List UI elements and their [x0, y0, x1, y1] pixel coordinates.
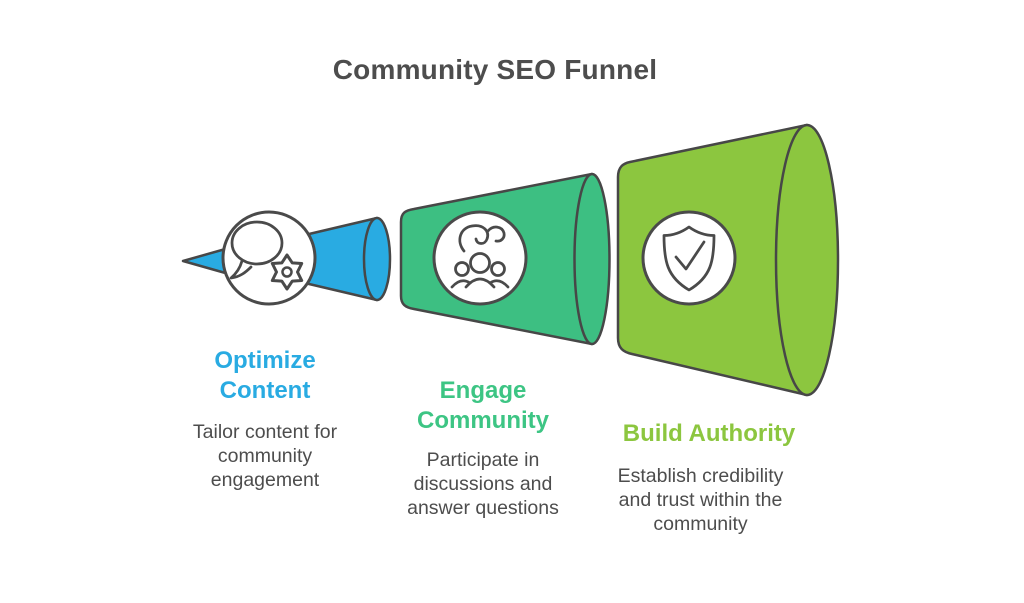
speech-bubble-tail	[229, 259, 253, 280]
checkmark	[674, 240, 706, 271]
stage-cone-optimize-content	[181, 216, 392, 302]
gear-hole	[281, 266, 293, 278]
heading-line: Build Authority	[622, 420, 796, 447]
scribble-2	[486, 225, 506, 243]
person-shoulders-left	[450, 279, 472, 289]
person-head-left	[454, 261, 470, 277]
page-title: Community SEO Funnel	[332, 54, 658, 85]
stage-heading-engage-community: Engage Community	[378, 376, 588, 436]
person-shoulders-right	[488, 279, 510, 289]
stage-heading-optimize-content: Optimize Content	[160, 346, 370, 406]
stage-heading-build-authority: Build Authority	[599, 419, 819, 449]
heading-line: Content	[219, 377, 311, 404]
community-people-icon	[432, 210, 528, 306]
person-head-right	[490, 261, 506, 277]
person-shoulders-center	[464, 277, 496, 289]
person-head-center	[469, 252, 491, 274]
cone-cap-blue	[362, 216, 392, 302]
speech-bubble-gear-icon	[221, 210, 317, 306]
stage-description-build-authority: Establish credibility and trust within t…	[617, 465, 784, 535]
shield-check-icon	[641, 210, 737, 306]
heading-line: Optimize	[214, 347, 316, 374]
shield	[662, 225, 716, 292]
cone-cap-lime	[774, 123, 840, 397]
heading-line: Engage	[439, 377, 527, 404]
speech-bubble	[230, 220, 284, 266]
cone-cap-green	[573, 172, 611, 346]
scribble	[458, 224, 490, 253]
stage-description-optimize-content: Tailor content for community engagement	[192, 421, 338, 491]
stage-description-engage-community: Participate in discussions and answer qu…	[407, 449, 559, 519]
heading-line: Community	[417, 407, 549, 434]
